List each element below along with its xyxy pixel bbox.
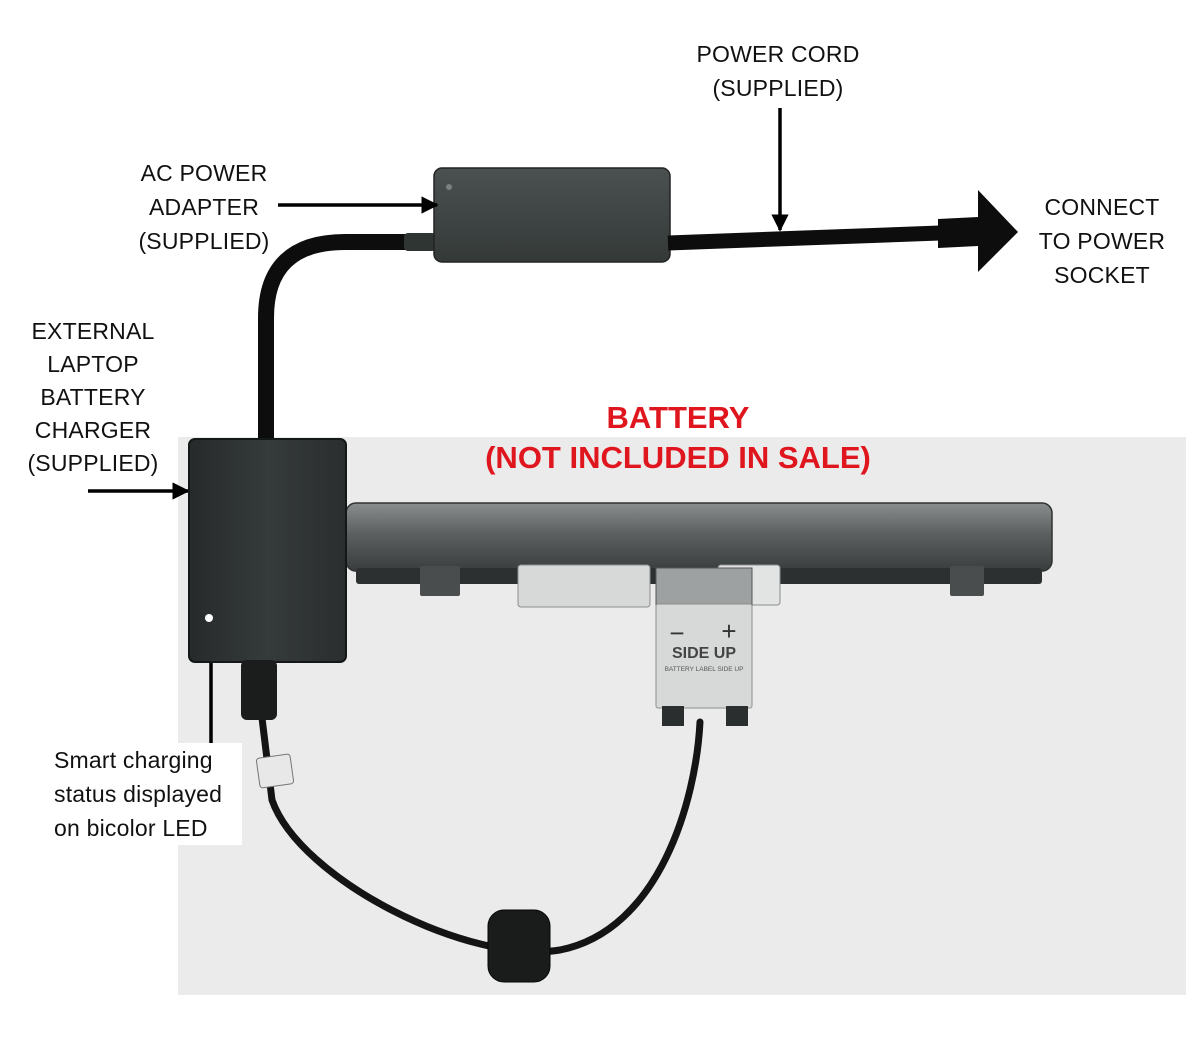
battery-clip-right bbox=[950, 566, 984, 596]
battery-info-label bbox=[517, 564, 651, 608]
battery-clip-left bbox=[420, 566, 460, 596]
cable-strain-relief bbox=[404, 233, 436, 251]
connector-label-side-up: BATTERY LABEL SIDE UP bbox=[664, 666, 744, 673]
connector-cable bbox=[258, 714, 704, 956]
bicolor-led bbox=[205, 614, 213, 622]
charger-output-plug bbox=[241, 660, 277, 720]
ferrite-bead bbox=[487, 909, 551, 983]
connector-tab-right bbox=[726, 706, 748, 726]
battery-connector-pins bbox=[655, 567, 753, 609]
power-cord-arrow-head bbox=[938, 190, 1018, 272]
connector-side-up: SIDE UP bbox=[671, 645, 736, 662]
external-charger bbox=[188, 438, 347, 663]
connector-minus-sign: − bbox=[669, 618, 685, 648]
ac-power-adapter bbox=[433, 167, 671, 263]
connect-socket-label: CONNECT TO POWER SOCKET bbox=[1038, 194, 1166, 288]
ac-adapter-label: AC POWER ADAPTER (SUPPLIED) bbox=[138, 160, 270, 254]
connector-plus-sign: + bbox=[721, 616, 737, 646]
led-note-label: Smart charging status displayed on bicol… bbox=[48, 743, 242, 845]
charger-label: EXTERNAL LAPTOP BATTERY CHARGER (SUPPLIE… bbox=[27, 318, 159, 476]
laptop-battery bbox=[345, 502, 1053, 572]
power-cord bbox=[667, 225, 941, 251]
adapter-indicator bbox=[446, 184, 452, 190]
connector-tab-left bbox=[662, 706, 684, 726]
battery-warning: BATTERY (NOT INCLUDED IN SALE) bbox=[485, 400, 871, 475]
cable-sticker bbox=[255, 753, 295, 789]
battery-connector bbox=[655, 603, 753, 709]
charger-to-adapter-cable bbox=[258, 234, 442, 448]
power-cord-label: POWER CORD (SUPPLIED) bbox=[696, 41, 860, 101]
